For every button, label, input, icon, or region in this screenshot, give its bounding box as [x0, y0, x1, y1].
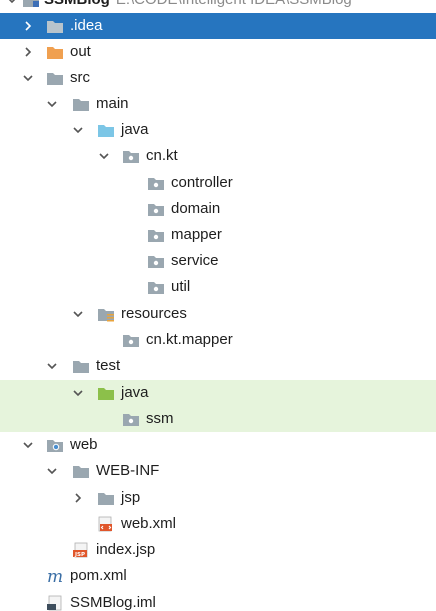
tree-item-label: pom.xml [70, 567, 127, 584]
chevron-down-icon[interactable] [72, 124, 84, 136]
tree-row-java-source[interactable]: java [0, 117, 436, 143]
tree-row-controller[interactable]: controller [0, 170, 436, 196]
iml-file-icon [47, 595, 62, 611]
tree-item-label: out [70, 43, 91, 60]
tree-row-mapper[interactable]: mapper [0, 222, 436, 248]
test-source-folder-icon [98, 388, 114, 400]
tree-item-label: main [96, 95, 129, 112]
tree-row-web[interactable]: web [0, 432, 436, 458]
tree-row-test[interactable]: test [0, 353, 436, 379]
package-icon [148, 178, 164, 190]
tree-row-resources[interactable]: resources [0, 301, 436, 327]
chevron-down-icon[interactable] [6, 0, 18, 6]
tree-item-label: controller [171, 174, 233, 191]
tree-row-ssm[interactable]: ssm [0, 406, 436, 432]
folder-icon [47, 21, 63, 33]
tree-row-pom-xml[interactable]: m pom.xml [0, 563, 436, 589]
tree-item-label: WEB-INF [96, 462, 160, 479]
svg-text:m: m [47, 568, 63, 584]
tree-row-service[interactable]: service [0, 248, 436, 274]
package-icon [123, 151, 139, 163]
tree-item-label: service [171, 252, 219, 269]
tree-item-label: index.jsp [96, 541, 156, 558]
project-name: SSMBlog [44, 0, 110, 8]
tree-item-label: cn.kt.mapper [146, 331, 233, 348]
tree-row-idea[interactable]: .idea [0, 13, 436, 39]
tree-item-label: src [70, 69, 90, 86]
chevron-down-icon[interactable] [72, 387, 84, 399]
tree-row-out[interactable]: out [0, 39, 436, 65]
package-icon [148, 230, 164, 242]
tree-row-iml[interactable]: SSMBlog.iml [0, 590, 436, 611]
tree-row-jsp[interactable]: jsp [0, 485, 436, 511]
tree-row-index-jsp[interactable]: JSP index.jsp [0, 537, 436, 563]
tree-row-util[interactable]: util [0, 274, 436, 300]
tree-item-label: web.xml [121, 515, 177, 532]
package-icon [123, 335, 139, 347]
folder-icon [98, 493, 114, 505]
tree-row-project-root[interactable]: SSMBlog E:\CODE\Intelligent IDEA\SSMBlog [0, 0, 436, 13]
project-path: E:\CODE\Intelligent IDEA\SSMBlog [116, 0, 352, 8]
resources-folder-icon [98, 309, 114, 322]
chevron-right-icon[interactable] [72, 492, 84, 504]
tree-row-src[interactable]: src [0, 65, 436, 91]
tree-row-domain[interactable]: domain [0, 196, 436, 222]
tree-row-main[interactable]: main [0, 91, 436, 117]
chevron-right-icon[interactable] [22, 20, 34, 32]
tree-row-web-inf[interactable]: WEB-INF [0, 458, 436, 484]
tree-item-label: .idea [70, 17, 103, 34]
svg-text:JSP: JSP [74, 552, 85, 558]
maven-file-icon: m [47, 568, 63, 584]
tree-row-java-test[interactable]: java [0, 380, 436, 406]
package-icon [148, 256, 164, 268]
tree-item-label: cn.kt [146, 147, 178, 164]
tree-item-label: resources [121, 305, 187, 322]
jsp-file-icon: JSP [73, 542, 88, 558]
tree-item-label: util [171, 278, 191, 295]
package-icon [123, 414, 139, 426]
chevron-down-icon[interactable] [22, 439, 34, 451]
chevron-right-icon[interactable] [22, 46, 34, 58]
chevron-down-icon[interactable] [22, 72, 34, 84]
excluded-folder-icon [47, 47, 63, 59]
chevron-down-icon[interactable] [46, 360, 58, 372]
package-icon [148, 282, 164, 294]
folder-icon [73, 99, 89, 111]
chevron-down-icon[interactable] [46, 465, 58, 477]
package-icon [148, 204, 164, 216]
tree-item-label: test [96, 357, 121, 374]
tree-row-web-xml[interactable]: web.xml [0, 511, 436, 537]
chevron-down-icon[interactable] [98, 150, 110, 162]
tree-item-label: domain [171, 200, 221, 217]
chevron-down-icon[interactable] [46, 98, 58, 110]
tree-item-label: mapper [171, 226, 222, 243]
tree-item-label: java [121, 121, 149, 138]
tree-item-label: ssm [146, 410, 174, 427]
source-folder-icon [98, 125, 114, 137]
folder-icon [73, 361, 89, 373]
tree-row-cn-kt[interactable]: cn.kt [0, 143, 436, 169]
tree-row-cn-kt-mapper[interactable]: cn.kt.mapper [0, 327, 436, 353]
tree-item-label: jsp [121, 489, 141, 506]
tree-item-label: web [70, 436, 98, 453]
folder-icon [73, 466, 89, 478]
folder-icon [47, 73, 63, 85]
chevron-down-icon[interactable] [72, 308, 84, 320]
module-folder-icon [23, 0, 39, 7]
tree-item-label: java [121, 384, 149, 401]
tree-item-label: SSMBlog.iml [70, 594, 156, 611]
web-xml-file-icon [98, 516, 112, 532]
web-folder-icon [47, 440, 63, 452]
